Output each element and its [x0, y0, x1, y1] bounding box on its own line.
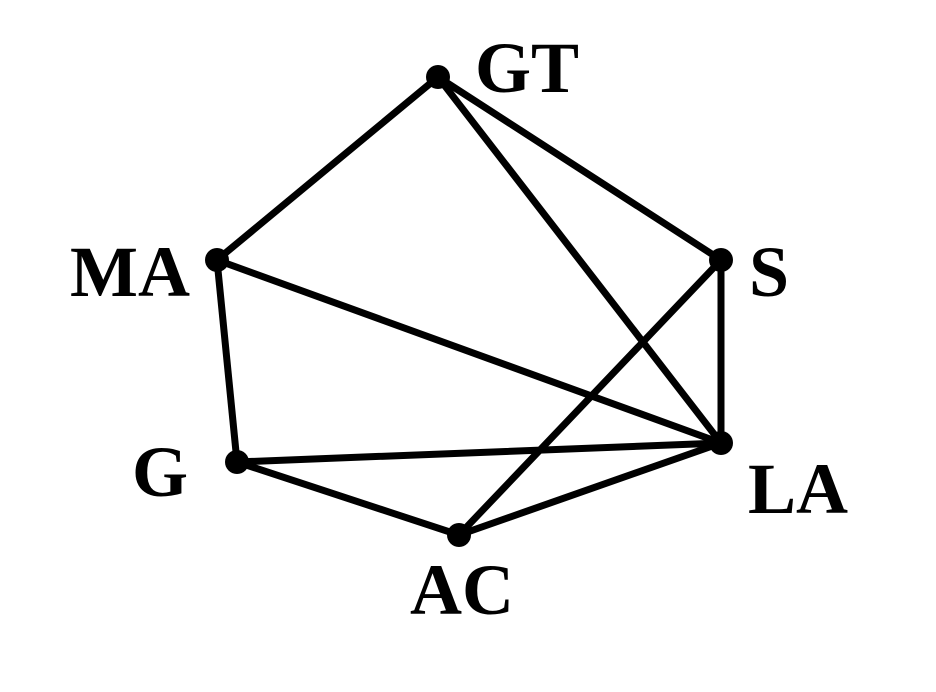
node-label-gt: GT [475, 28, 579, 108]
node-ma [205, 248, 229, 272]
node-labels: GT MA S G LA AC [70, 28, 848, 630]
edge-g-ac [233, 458, 463, 539]
node-label-la: LA [748, 449, 848, 529]
edge-s-ac [455, 256, 725, 539]
edge-ma-la [213, 256, 725, 447]
node-ac [447, 523, 471, 547]
edge-g-la [233, 439, 725, 466]
edge-gt-la [434, 73, 725, 447]
nodes [205, 65, 733, 547]
node-label-s: S [749, 232, 789, 312]
edge-gt-ma [213, 73, 442, 264]
node-gt [426, 65, 450, 89]
node-label-ac: AC [410, 550, 514, 630]
edge-ma-g [213, 256, 241, 466]
node-label-g: G [132, 432, 188, 512]
edge-gt-s [434, 73, 725, 264]
node-s [709, 248, 733, 272]
node-g [225, 450, 249, 474]
edges [213, 73, 725, 539]
node-label-ma: MA [70, 232, 190, 312]
node-la [709, 431, 733, 455]
edge-ac-la [455, 439, 725, 539]
